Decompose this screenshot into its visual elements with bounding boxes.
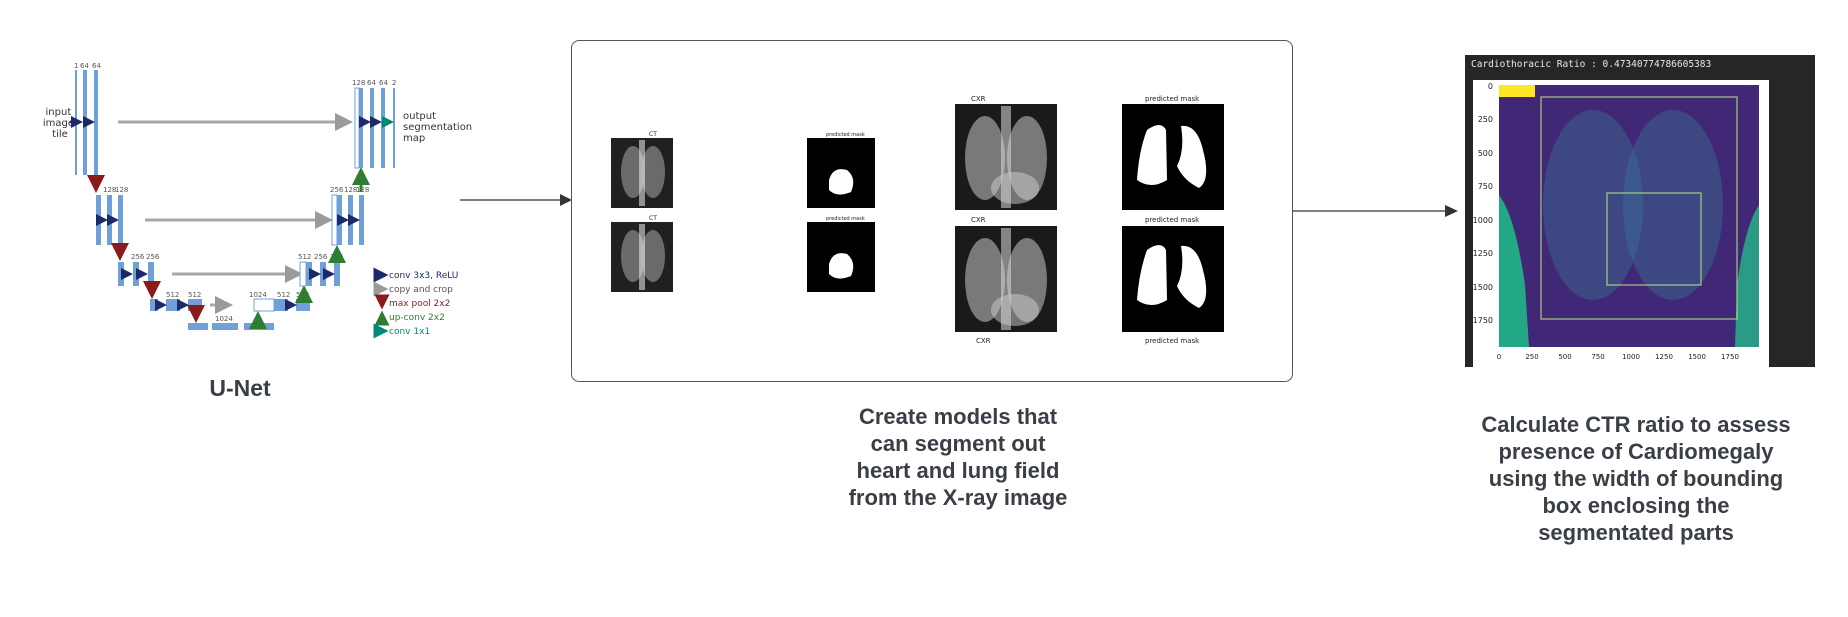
- svg-text:128: 128: [352, 79, 365, 87]
- svg-text:64: 64: [367, 79, 376, 87]
- panel-c-cxr: CXR CXR CXR: [955, 95, 1057, 345]
- svg-text:1750: 1750: [1721, 353, 1739, 361]
- panel-b-heart-mask: predicted mask predicted mask: [807, 132, 875, 292]
- svg-text:up-conv 2x2: up-conv 2x2: [389, 313, 445, 323]
- svg-text:1250: 1250: [1655, 353, 1673, 361]
- svg-text:predicted mask: predicted mask: [1145, 216, 1200, 224]
- svg-text:1500: 1500: [1688, 353, 1706, 361]
- flow-arrow-1: [460, 194, 572, 206]
- svg-text:conv 3x3, ReLU: conv 3x3, ReLU: [389, 271, 458, 281]
- svg-text:256: 256: [146, 253, 160, 261]
- models-caption-line: Create models that: [858, 404, 1058, 429]
- ctr-header: Cardiothoracic Ratio : 0.473407747866053…: [1471, 59, 1711, 70]
- svg-text:1024: 1024: [249, 291, 267, 299]
- svg-text:1250: 1250: [1473, 249, 1493, 258]
- unet-level2-right: 256 128 128: [330, 186, 369, 246]
- svg-text:64: 64: [379, 79, 388, 87]
- svg-text:512: 512: [188, 291, 201, 299]
- svg-text:CXR: CXR: [976, 337, 991, 345]
- svg-text:128: 128: [344, 186, 357, 194]
- svg-text:64: 64: [80, 62, 89, 70]
- svg-text:1: 1: [74, 62, 78, 70]
- unet-level4-right: 1024 512 512: [249, 291, 310, 312]
- svg-text:128: 128: [115, 186, 128, 194]
- unet-title: U-Net: [209, 375, 271, 401]
- models-frame: [571, 40, 1293, 382]
- unet-level5-bottom: 1024: [188, 315, 274, 330]
- unet-legend: conv 3x3, ReLU copy and crop max pool 2x…: [373, 267, 458, 339]
- models-caption-line: heart and lung field: [856, 458, 1060, 483]
- svg-text:128: 128: [356, 186, 369, 194]
- ctr-caption-line: using the width of bounding: [1488, 466, 1784, 491]
- svg-text:512: 512: [298, 253, 311, 261]
- svg-text:64: 64: [92, 62, 101, 70]
- svg-text:max pool 2x2: max pool 2x2: [389, 299, 450, 309]
- svg-text:conv 1x1: conv 1x1: [389, 327, 430, 337]
- svg-text:256: 256: [131, 253, 145, 261]
- models-caption: Create models that can segment out heart…: [828, 403, 1088, 511]
- svg-text:CXR: CXR: [971, 216, 986, 224]
- ctr-caption: Calculate CTR ratio to assess presence o…: [1468, 411, 1804, 546]
- flow-arrow-2: [1293, 205, 1458, 217]
- svg-text:1024: 1024: [215, 315, 233, 323]
- svg-text:256: 256: [314, 253, 328, 261]
- svg-text:CXR: CXR: [971, 95, 986, 103]
- svg-text:copy and crop: copy and crop: [389, 285, 453, 295]
- ctr-caption-line: presence of Cardiomegaly: [1498, 439, 1774, 464]
- svg-text:256: 256: [330, 186, 344, 194]
- svg-text:predicted mask: predicted mask: [1145, 337, 1200, 345]
- models-panels: CT CT predicted mask predicted mask CXR …: [611, 95, 1224, 345]
- unet-level1-right: 128 64 64 2: [352, 79, 396, 169]
- svg-text:0: 0: [1497, 353, 1501, 361]
- svg-text:0: 0: [1488, 82, 1493, 91]
- svg-text:1750: 1750: [1473, 316, 1493, 325]
- ctr-image: [1499, 85, 1759, 347]
- models-caption-line: from the X-ray image: [848, 485, 1068, 510]
- svg-text:predicted mask: predicted mask: [826, 216, 865, 222]
- svg-text:predicted mask: predicted mask: [826, 132, 865, 138]
- svg-text:2: 2: [392, 79, 396, 87]
- panel-a-xray: CT CT: [611, 131, 673, 292]
- ctr-y-axis: 0 250 500 750 1000 1250 1500 1750: [1473, 82, 1493, 325]
- panel-d-lung-mask: predicted mask predicted mask predicted …: [1122, 95, 1224, 345]
- svg-text:500: 500: [1558, 353, 1571, 361]
- unet-level1-left: 1 64 64: [70, 62, 101, 175]
- ctr-panel: Cardiothoracic Ratio : 0.473407747866053…: [1465, 55, 1815, 367]
- svg-text:predicted mask: predicted mask: [1145, 95, 1200, 103]
- ctr-caption-line: box enclosing the: [1542, 493, 1730, 518]
- svg-text:1500: 1500: [1473, 283, 1493, 292]
- ctr-x-axis: 0 250 500 750 1000 1250 1500 1750: [1497, 353, 1739, 361]
- unet-level4-left: 512 512: [150, 291, 202, 311]
- models-caption-line: can segment out: [870, 431, 1046, 456]
- svg-text:250: 250: [1478, 115, 1493, 124]
- thorax-bounding-box: [1540, 96, 1738, 320]
- svg-text:512: 512: [166, 291, 179, 299]
- unet-level2-left: 128 128: [96, 186, 128, 245]
- svg-text:500: 500: [1478, 149, 1493, 158]
- svg-text:1000: 1000: [1473, 216, 1493, 225]
- svg-text:750: 750: [1591, 353, 1604, 361]
- svg-text:CT: CT: [649, 131, 657, 138]
- svg-text:512: 512: [277, 291, 290, 299]
- ctr-caption-line: segmentated parts: [1538, 520, 1734, 545]
- svg-text:128: 128: [103, 186, 116, 194]
- unet-diagram: input image tile 1 64 64 128 128 256 256: [43, 62, 475, 339]
- heart-bounding-box: [1606, 192, 1702, 286]
- unet-level3-left: 256 256: [118, 253, 160, 286]
- svg-text:750: 750: [1478, 182, 1493, 191]
- unet-input-label: input image tile: [43, 107, 77, 140]
- unet-output-label: output segmentation map: [403, 111, 475, 144]
- svg-text:250: 250: [1525, 353, 1538, 361]
- svg-text:CT: CT: [649, 215, 657, 222]
- ctr-caption-line: Calculate CTR ratio to assess: [1481, 412, 1791, 437]
- svg-text:1000: 1000: [1622, 353, 1640, 361]
